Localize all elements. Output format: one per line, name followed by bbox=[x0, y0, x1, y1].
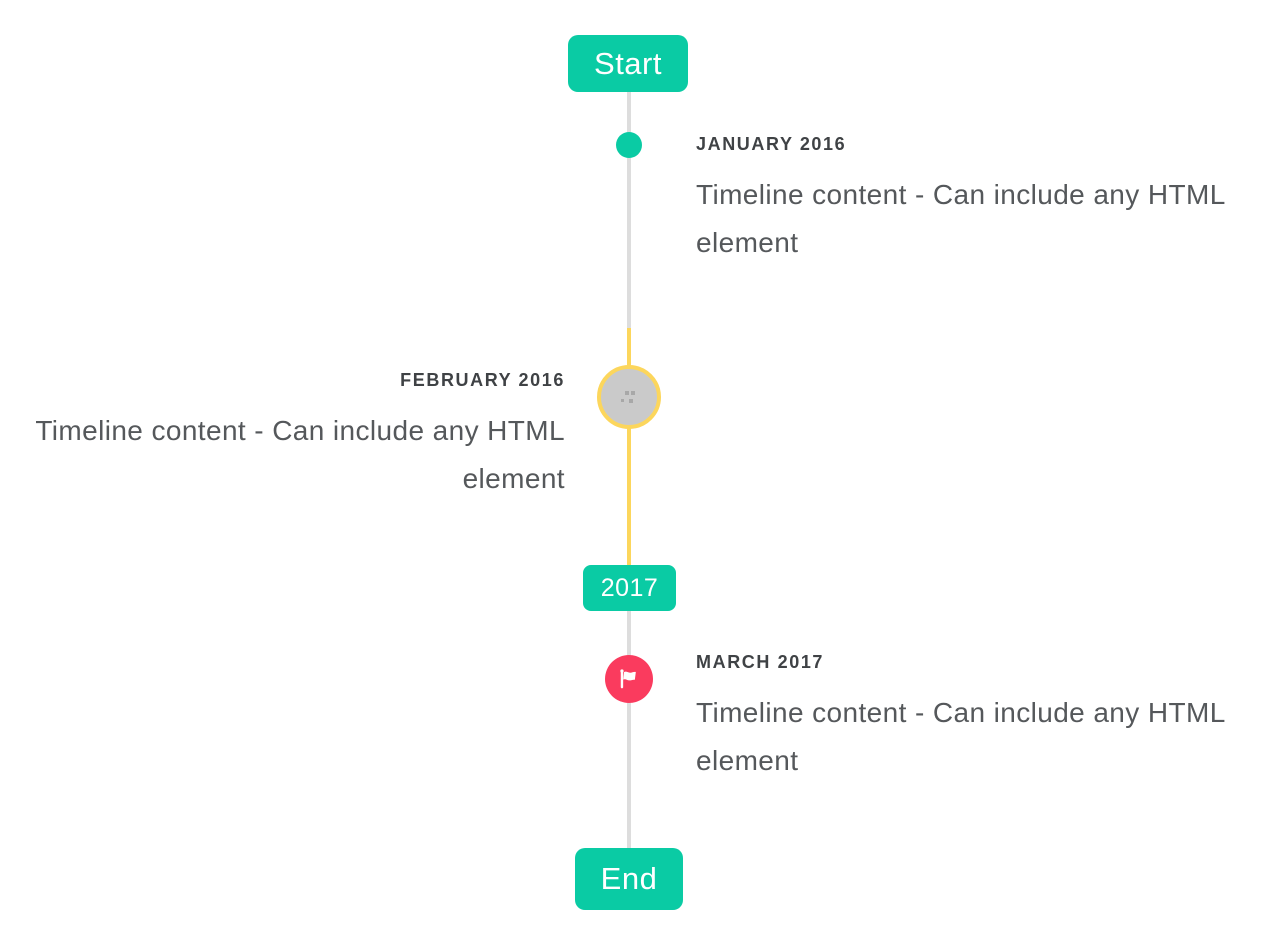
broken-image-pixel bbox=[621, 398, 624, 402]
timeline-marker-flag[interactable] bbox=[605, 655, 653, 703]
timeline-line-active-segment bbox=[627, 328, 631, 565]
broken-image-pixel bbox=[631, 390, 635, 395]
item-date-label: FEBRUARY 2016 bbox=[400, 370, 565, 390]
timeline-year-badge: 2017 bbox=[583, 565, 676, 611]
item-content-text: Timeline content - Can include any HTML … bbox=[696, 697, 1225, 776]
timeline-marker-image[interactable] bbox=[597, 365, 661, 429]
item-content-text: Timeline content - Can include any HTML … bbox=[696, 179, 1225, 258]
timeline-item-january: JANUARY 2016 Timeline content - Can incl… bbox=[696, 133, 1226, 267]
broken-image-icon bbox=[620, 390, 636, 404]
timeline-end-button[interactable]: End bbox=[575, 848, 683, 910]
broken-image-pixel bbox=[625, 390, 629, 395]
timeline-item-march: MARCH 2017 Timeline content - Can includ… bbox=[696, 651, 1226, 785]
flag-icon bbox=[620, 669, 636, 689]
timeline-start-button[interactable]: Start bbox=[568, 35, 688, 92]
broken-image-pixel bbox=[629, 398, 633, 403]
item-date-label: JANUARY 2016 bbox=[696, 134, 847, 154]
timeline-marker-dot[interactable] bbox=[616, 132, 642, 158]
item-content-text: Timeline content - Can include any HTML … bbox=[35, 415, 565, 494]
item-date-label: MARCH 2017 bbox=[696, 652, 825, 672]
timeline-item-february: FEBRUARY 2016 Timeline content - Can inc… bbox=[35, 369, 565, 503]
